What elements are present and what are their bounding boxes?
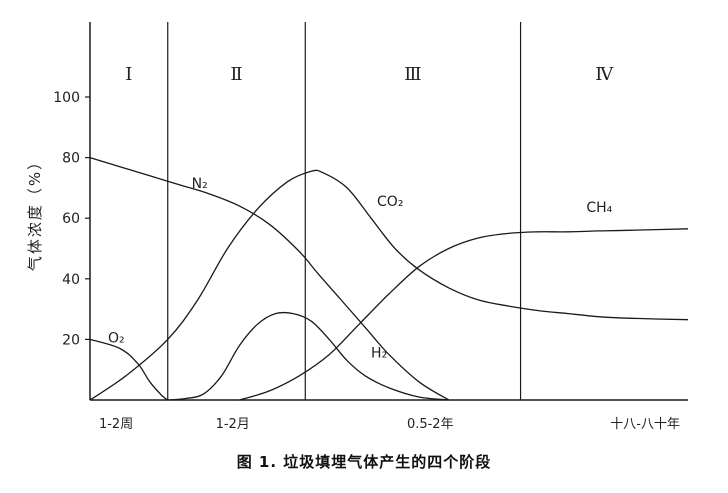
- series-label-n2: N₂: [192, 176, 208, 192]
- series-label-o2: O₂: [108, 330, 125, 346]
- phase-duration-label: 十八-八十年: [610, 417, 680, 432]
- series-label-co2: CO₂: [377, 194, 403, 210]
- y-tick-label: 100: [53, 90, 80, 106]
- phase-label: Ⅳ: [595, 64, 614, 85]
- y-tick-label: 80: [62, 151, 80, 167]
- series-line-n2: [89, 156, 450, 401]
- phase-label: Ⅲ: [404, 64, 421, 85]
- series-label-h2: H₂: [371, 346, 387, 362]
- y-tick-label: 20: [62, 332, 80, 348]
- y-tick-label: 40: [62, 272, 80, 288]
- chart-axes: 20 40 60 80 100 气体浓度（%）: [26, 22, 688, 401]
- chart-labels: N₂ CO₂ O₂ H₂ CH₄: [108, 176, 613, 362]
- series-label-ch4: CH₄: [586, 200, 612, 216]
- phase-label: Ⅱ: [230, 64, 242, 85]
- phase-dividers: Ⅰ Ⅱ Ⅲ Ⅳ 1-2周 1-2月 0.5-2年 十八-八十年: [99, 22, 680, 432]
- y-axis-label: 气体浓度（%）: [26, 153, 44, 271]
- y-tick-label: 60: [62, 211, 80, 227]
- phase-label: Ⅰ: [125, 64, 132, 85]
- series-line-co2: [89, 169, 689, 401]
- phase-duration-label: 0.5-2年: [407, 417, 454, 432]
- figure-caption: 图 1. 垃圾填埋气体产生的四个阶段: [236, 453, 492, 471]
- series-line-h2: [167, 311, 449, 401]
- chart-series: [89, 156, 689, 401]
- phase-duration-label: 1-2周: [99, 417, 133, 432]
- phase-duration-label: 1-2月: [216, 417, 250, 432]
- series-line-ch4: [239, 228, 689, 401]
- series-line-o2: [89, 338, 169, 401]
